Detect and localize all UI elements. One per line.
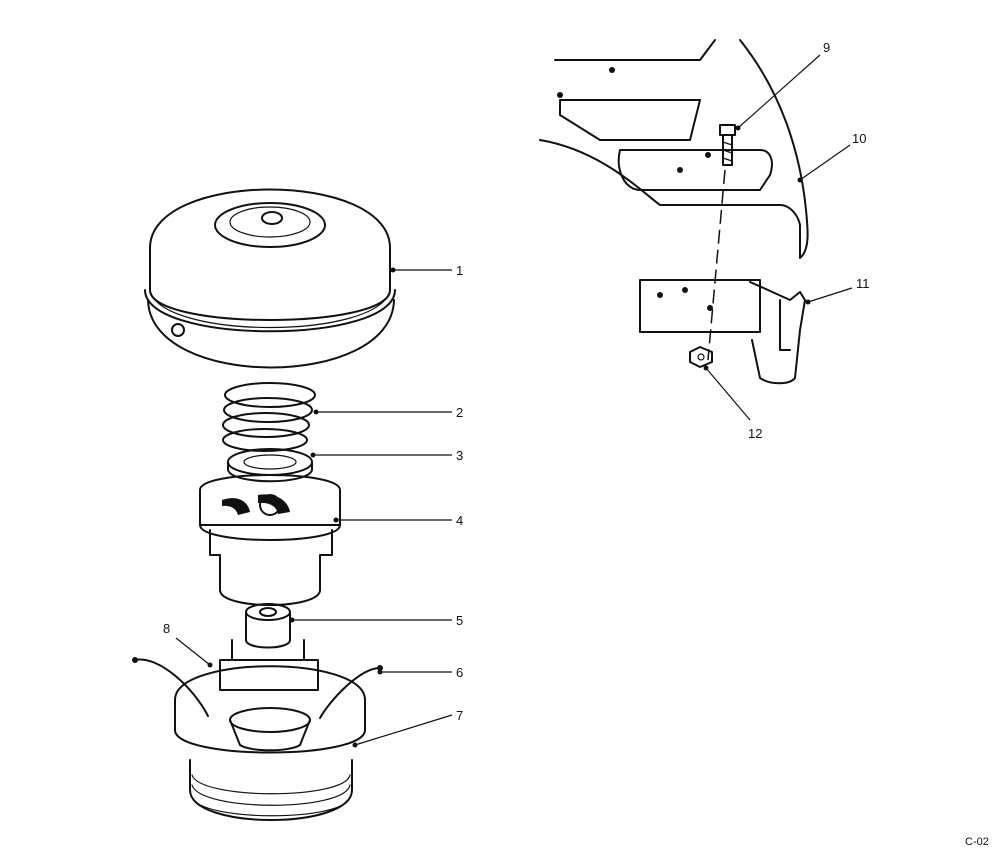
part-1-spool-cover: [144, 188, 396, 369]
callout-3: 3: [456, 448, 463, 463]
part-5-adapter: [219, 603, 319, 691]
part-12-nut: [689, 346, 713, 368]
callout-9: 9: [823, 40, 830, 55]
part-9-bolt: [719, 124, 736, 166]
callout-5: 5: [456, 613, 463, 628]
callout-11: 11: [856, 276, 870, 291]
part-4-spool-hub: [199, 474, 341, 606]
part-2-spring: [222, 382, 316, 452]
leader-lines: [175, 54, 853, 748]
callout-4: 4: [456, 513, 463, 528]
part-6-trimmer-line: [132, 657, 383, 719]
alignment-dashed-line: [707, 169, 726, 361]
part-10-deck-plate: [539, 39, 809, 259]
figure-code: C-02: [965, 836, 989, 848]
callout-1: 1: [456, 263, 463, 278]
part-7-spool: [174, 665, 366, 821]
part-11-bracket: [639, 279, 806, 385]
callout-7: 7: [456, 708, 463, 723]
callout-12: 12: [748, 426, 762, 441]
callout-2: 2: [456, 405, 463, 420]
callout-labels: 1 2 3 4 5 6 7 8 9 10 11 12: [163, 40, 870, 723]
callout-8: 8: [163, 621, 170, 636]
callout-6: 6: [456, 665, 463, 680]
callout-10: 10: [852, 131, 866, 146]
